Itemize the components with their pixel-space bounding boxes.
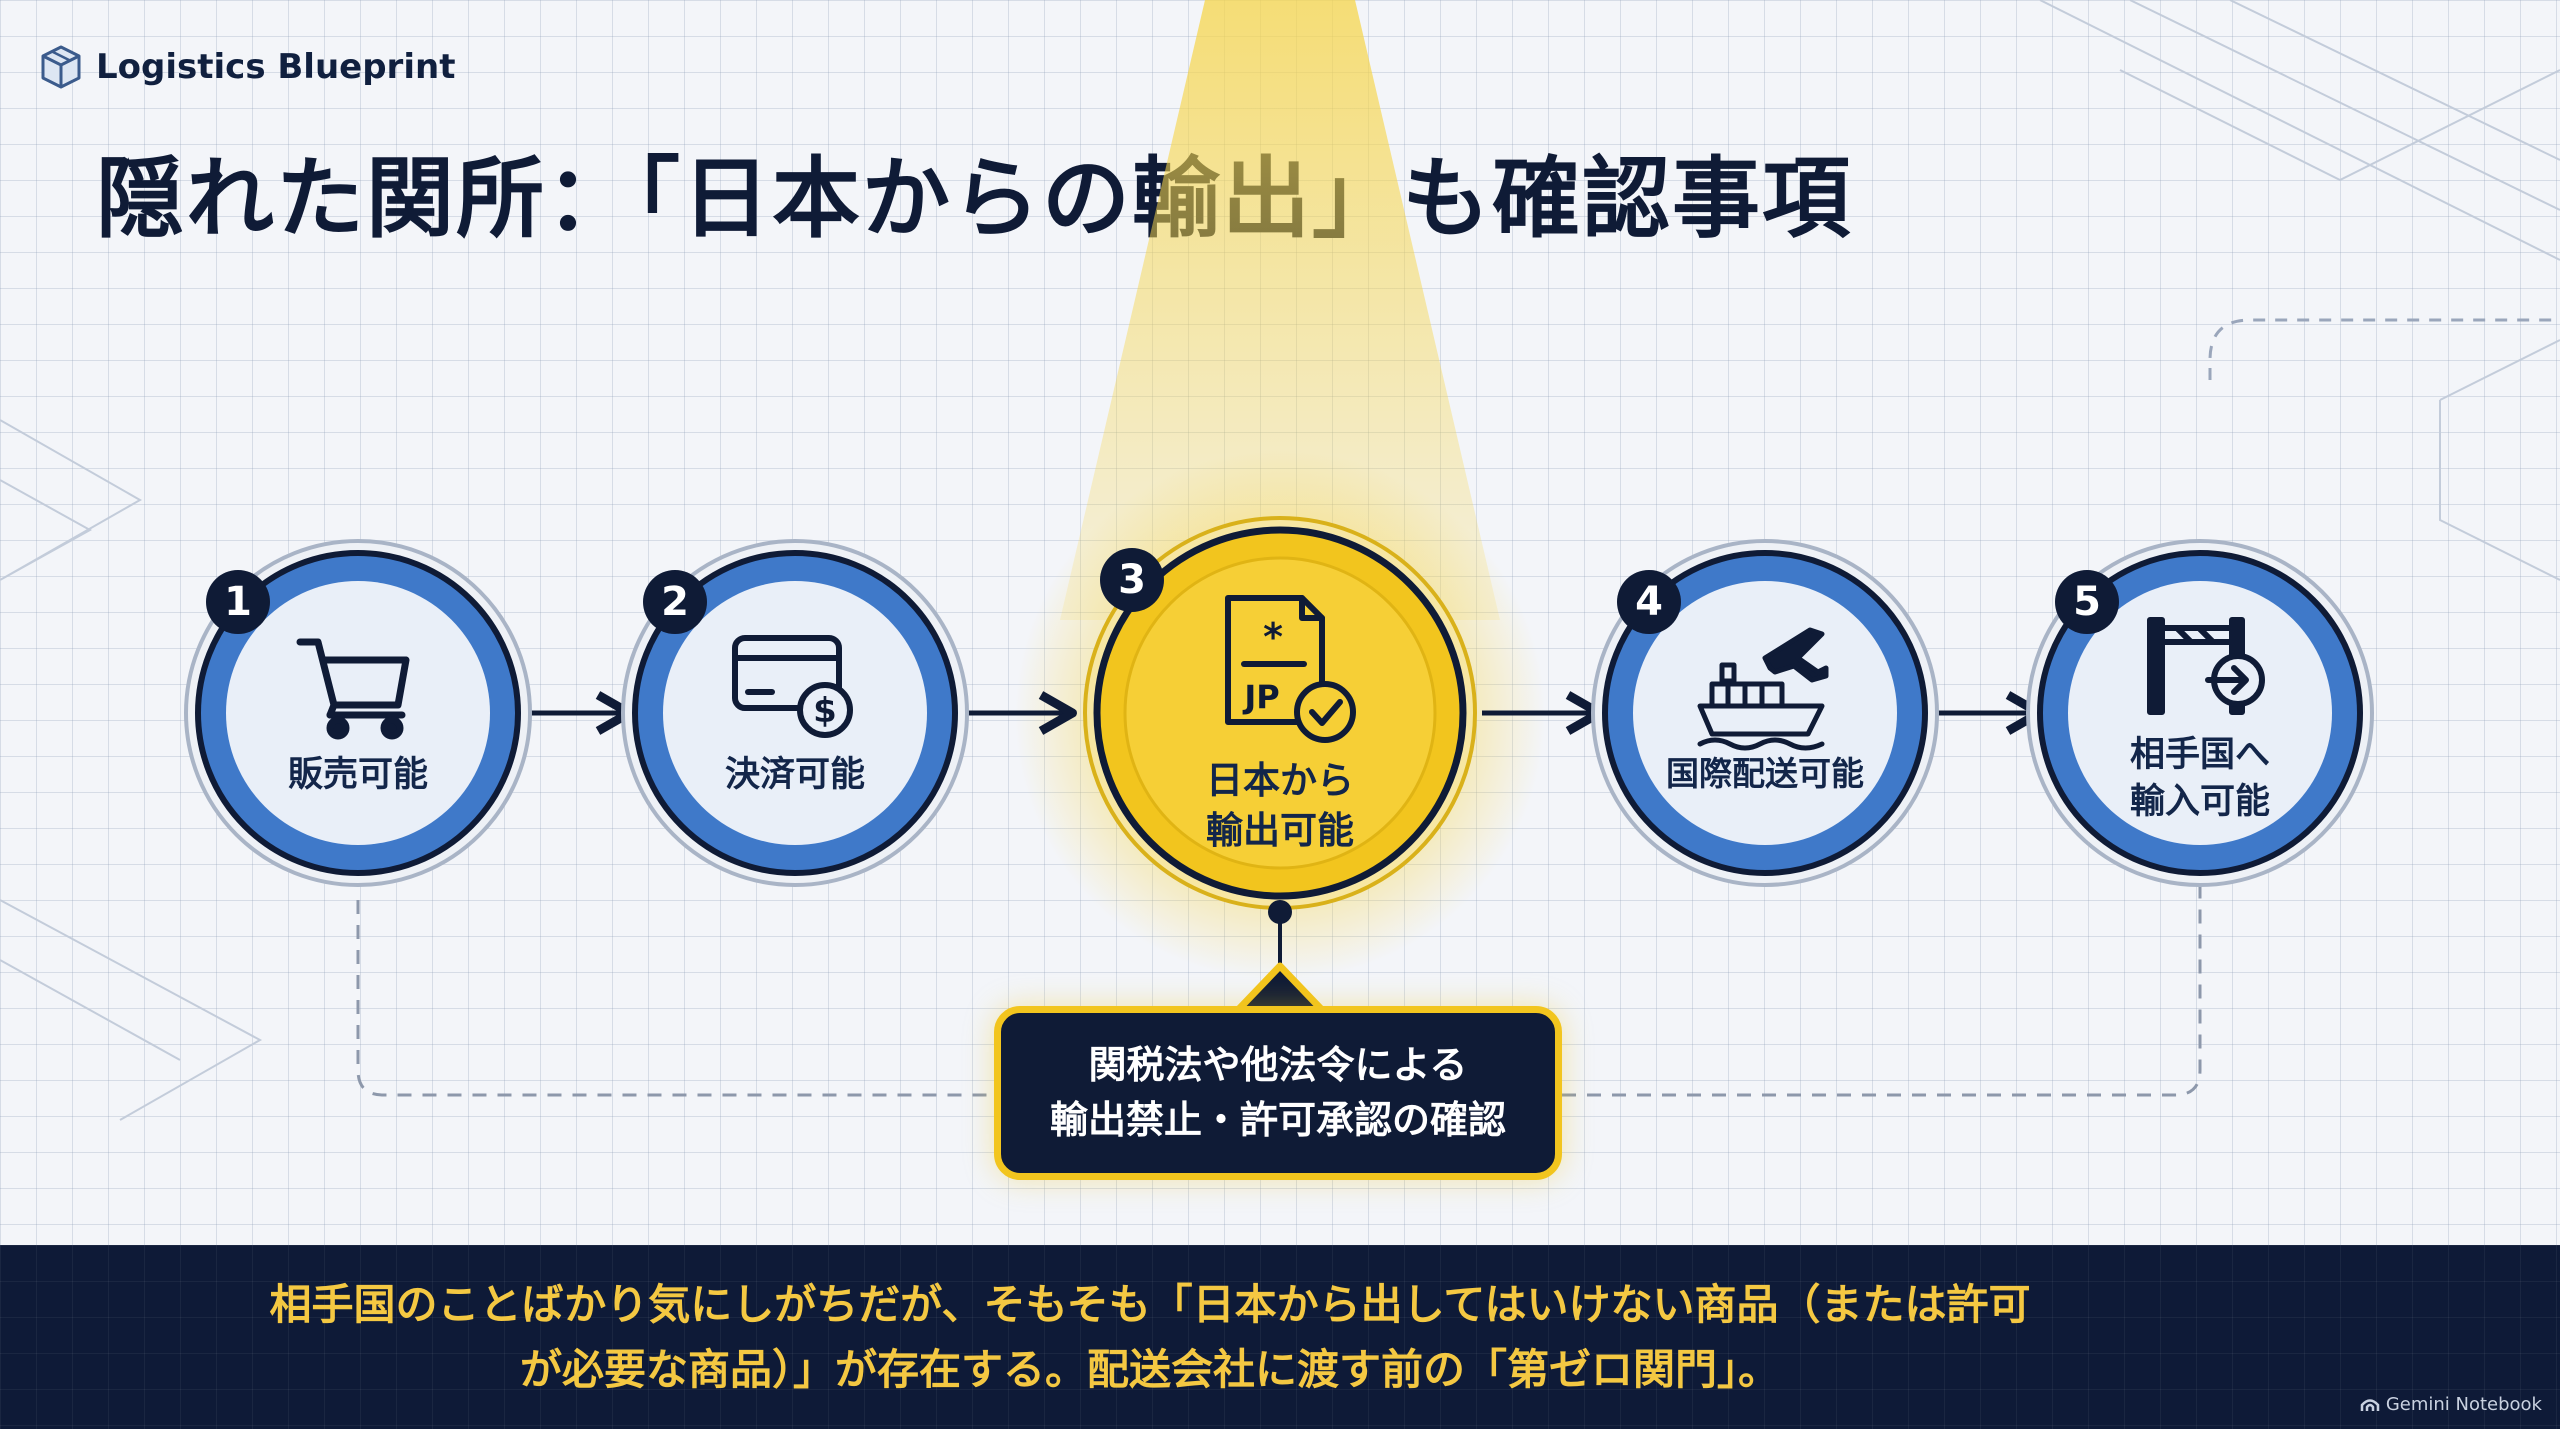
callout-connector-dot [1268, 900, 1292, 924]
summary-text: 相手国のことばかり気にしがちだが、そもそも「日本から出してはいけない商品（または… [269, 1280, 2031, 1395]
svg-text:$: $ [813, 691, 837, 731]
page-title: 隠れた関所：「日本からの輸出」も確認事項 [96, 147, 1853, 250]
step-1-label: 販売可能 [287, 755, 428, 795]
dashed-loop [356, 880, 2202, 1097]
ship-airplane-icon [1697, 627, 1829, 751]
step-1-badge: 1 [206, 570, 270, 634]
cube-icon [41, 45, 81, 89]
step-2-node [621, 539, 969, 887]
step-5-label: 相手国へ輸入可能 [2129, 735, 2270, 823]
step-3-label: 日本から輸出可能 [1206, 759, 1354, 852]
brand: Logistics Blueprint [40, 44, 455, 90]
step-5-node [2026, 539, 2374, 887]
brand-name: Logistics Blueprint [96, 47, 456, 87]
step-3-badge: 3 [1100, 548, 1164, 612]
step-2-label: 決済可能 [724, 755, 865, 795]
step-4-badge: 4 [1617, 570, 1681, 634]
summary-banner [0, 1245, 2560, 1429]
notebook-logo-icon [2360, 1398, 2380, 1411]
spotlight-beam [1060, 0, 1500, 620]
gate-entry-icon [2147, 617, 2265, 715]
jp-document-check-icon: * JP [1225, 595, 1356, 743]
step-2-badge: 2 [643, 570, 707, 634]
svg-text:JP: JP [1242, 678, 1279, 716]
process-flow: $ * JP [184, 0, 2374, 1097]
svg-text:*: * [1263, 615, 1283, 659]
callout-box: 関税法や他法令による輸出禁止・許可承認の確認 [994, 1006, 1562, 1180]
isometric-decoration [0, 0, 2560, 1121]
callout-text: 関税法や他法令による輸出禁止・許可承認の確認 [1049, 1042, 1506, 1142]
watermark-text: Gemini Notebook [2385, 1394, 2542, 1415]
step-4-label: 国際配送可能 [1666, 754, 1864, 793]
watermark: Gemini Notebook [2360, 1394, 2542, 1415]
step-5-badge: 5 [2055, 570, 2119, 634]
credit-card-dollar-icon: $ [732, 635, 853, 738]
shopping-cart-icon [296, 638, 410, 740]
